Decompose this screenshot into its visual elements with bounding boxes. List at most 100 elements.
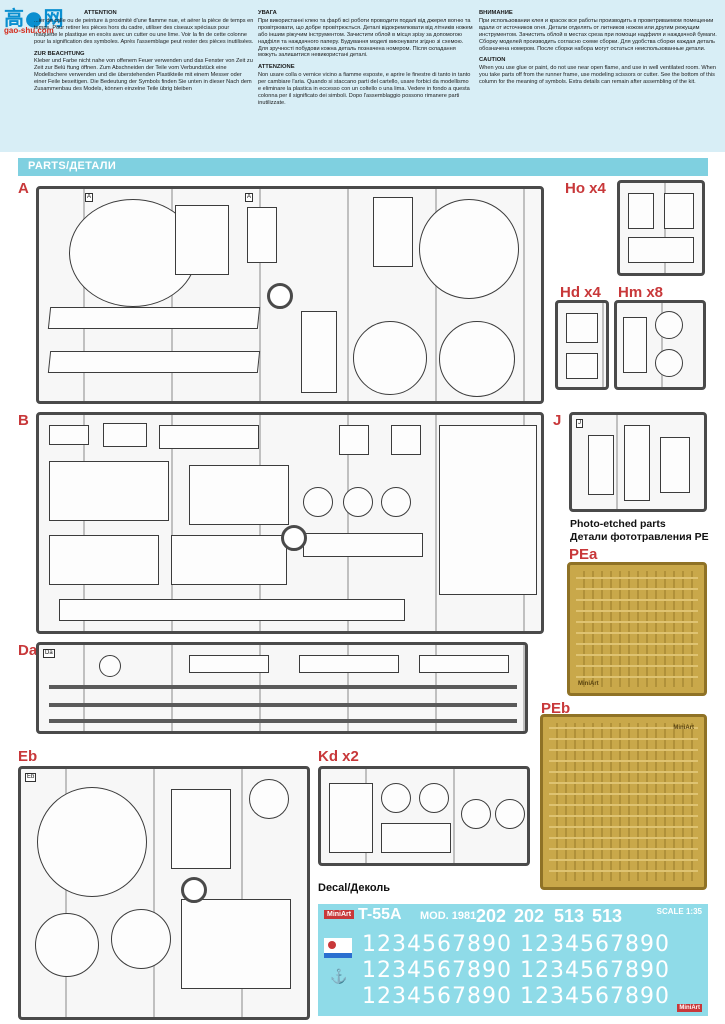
gun-mantlet-part (301, 311, 337, 393)
text-it: Non usare colla o vernice vicino a fiamm… (258, 72, 471, 106)
decal-digits-row-3: 1234567890 1234567890 (362, 984, 670, 1009)
logo-url: gao-shu.com (4, 26, 54, 35)
pe-label-a: PEa (569, 546, 598, 563)
anchor-icon: ⚓ (330, 968, 348, 984)
da-rail-2 (49, 703, 517, 707)
sprue-label-b: B (18, 412, 29, 429)
heading-ru: ВНИМАНИЕ (479, 10, 513, 16)
watermark-logo: 高●网 gao-shu.com (2, 2, 82, 38)
da-wheel-part (99, 655, 121, 677)
pe-title-en: Photo-etched parts (570, 518, 666, 530)
kd-part-1 (329, 783, 373, 853)
ho-part-1 (628, 193, 654, 229)
sprue-label-hm: Hm x8 (618, 284, 664, 301)
instructions-column-right: ВНИМАНИЕ При использовании клея и красок… (479, 10, 719, 91)
sprue-label-a: A (18, 180, 29, 197)
hm-wheel-part-1 (655, 311, 683, 339)
naval-flag-icon (324, 938, 352, 958)
sprue-label-j: J (553, 412, 562, 429)
decal-number-3: 513 (554, 906, 585, 926)
da-part-3 (419, 655, 509, 673)
b-part-6 (49, 535, 159, 585)
eb-part-1 (171, 789, 231, 869)
decal-number-2: 202 (514, 906, 545, 926)
b-grid-part-1 (339, 425, 369, 455)
sprue-da-tag: Da (43, 649, 55, 658)
sprue-eb-tag: Eb (25, 773, 37, 782)
b-wheel-part-3 (381, 487, 411, 517)
text-ru: При использовании клея и красок все рабо… (479, 17, 717, 52)
decal-brand-small: MiniArt (677, 1004, 702, 1012)
eb-part-2 (181, 899, 291, 989)
kd-sprocket-part-2 (419, 783, 449, 813)
decal-brand: MiniArt (324, 910, 355, 919)
kd-wheel-part-2 (495, 799, 525, 829)
decal-mod: MOD. 1981 (420, 910, 477, 922)
sprue-eb-hub (181, 877, 207, 903)
b-part-4 (49, 461, 169, 521)
hd-part-1 (566, 313, 598, 343)
ho-part-3 (628, 237, 694, 263)
pe-label-b: PEb (541, 700, 571, 717)
ho-part-2 (664, 193, 694, 229)
j-part-3 (660, 437, 690, 493)
hm-wheel-part-2 (655, 349, 683, 377)
decal-model: T-55A (358, 906, 402, 923)
heading-fr: ATTENTION (84, 10, 117, 16)
text-fr: ...ier de colle ou de peinture à proximi… (34, 17, 254, 45)
fender-part-1 (47, 307, 261, 329)
heading-ua: УВАГА (258, 10, 277, 16)
kd-part-2 (381, 823, 451, 853)
decal-digits-row-1: 1234567890 1234567890 (362, 932, 670, 957)
sprue-a-tag-2: A (245, 193, 254, 202)
hd-part-2 (566, 353, 598, 379)
b-grid-part-2 (391, 425, 421, 455)
b-side-rail-part (59, 599, 405, 621)
sprue-label-hd: Hd x4 (560, 284, 601, 301)
decal-title: Decal/Деколь (318, 882, 391, 894)
eb-hatch-part (249, 779, 289, 819)
sprue-j-tag: J (576, 419, 583, 428)
sprue-hm (614, 300, 706, 390)
b-wheel-part-1 (303, 487, 333, 517)
j-part-2 (624, 425, 650, 501)
hm-part (623, 317, 647, 373)
sprue-j: J (569, 412, 707, 512)
b-part-5 (189, 465, 289, 525)
decal-number-1: 202 (476, 906, 507, 926)
text-de: Kleber und Farbe nicht nahe von offenem … (34, 58, 253, 93)
hull-plate-part (175, 205, 229, 275)
b-part-8 (303, 533, 423, 557)
parts-header-title: PARTS/ДЕТАЛИ (28, 160, 117, 172)
road-wheel-part-1 (353, 321, 427, 395)
sprue-b-hub (281, 525, 307, 551)
b-part-7 (171, 535, 287, 585)
sprue-kd (318, 766, 530, 866)
heading-de: ZUR BEACHTUNG (34, 50, 85, 57)
da-rail-1 (49, 685, 517, 689)
da-part-2 (299, 655, 399, 673)
instructions-panel: 高●网 gao-shu.com ATTENTION ...ier de coll… (0, 0, 725, 152)
j-part-1 (588, 435, 614, 495)
sprue-eb: Eb (18, 766, 310, 1020)
da-part-1 (189, 655, 269, 673)
sprue-label-eb: Eb (18, 748, 38, 765)
da-rail-3 (49, 719, 517, 723)
sprue-a: A A (36, 186, 544, 404)
fender-part-2 (47, 351, 261, 373)
sprue-a-hub (267, 283, 293, 309)
engine-deck-part (373, 197, 413, 267)
pe-fret-a: MiniArt (567, 562, 707, 696)
sprue-label-ho: Ho x4 (565, 180, 606, 197)
b-part-2 (103, 423, 147, 447)
pe-fret-b: MiniArt (540, 714, 707, 890)
eb-wheel-part-2 (111, 909, 171, 969)
b-part-3 (159, 425, 259, 449)
turret-roof-part (37, 787, 147, 897)
text-en: When you use glue or paint, do not use n… (479, 65, 716, 86)
b-part-1 (49, 425, 89, 445)
logo-text: 高●网 (4, 6, 65, 30)
text-ua: При використанні клею та фарб всі роботи… (258, 17, 473, 59)
turret-hatch-ring-part (419, 199, 519, 299)
decal-scale: SCALE 1:35 (656, 907, 702, 916)
